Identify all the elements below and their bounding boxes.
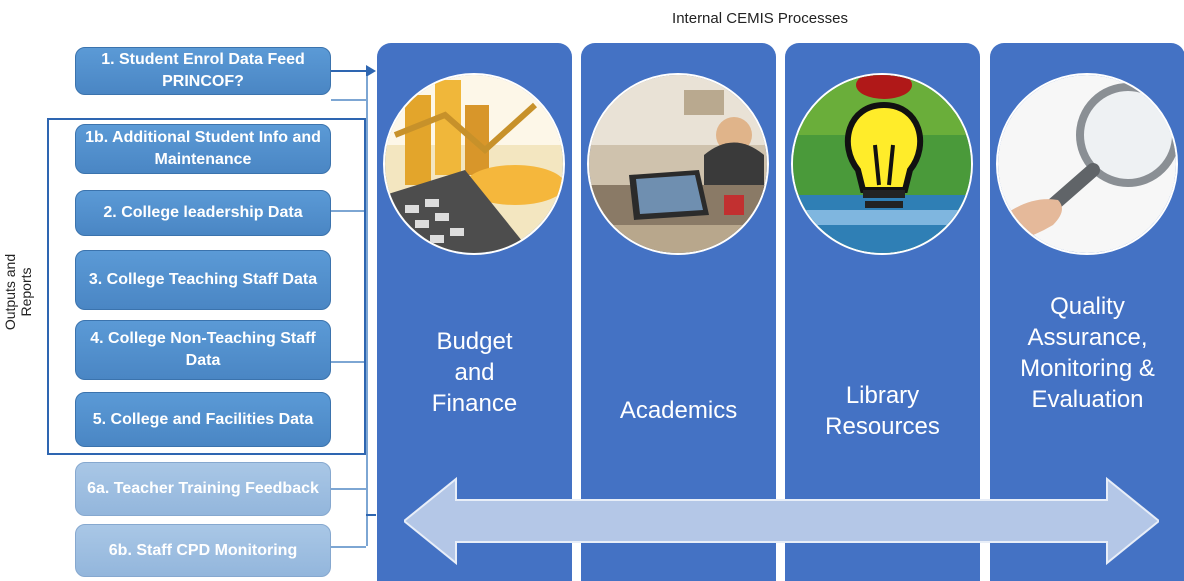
output-additional-student-info[interactable]: 1b. Additional Student Info and Maintena…: [75, 124, 331, 174]
diagram-title: Internal CEMIS Processes: [672, 10, 848, 27]
connector-line: [366, 76, 368, 546]
output-teacher-training-feedback[interactable]: 6a. Teacher Training Feedback: [75, 462, 331, 516]
process-column-academics[interactable]: Academics: [581, 43, 776, 581]
output-college-teaching-staff[interactable]: 3. College Teaching Staff Data: [75, 250, 331, 310]
calculator-finance-image: [383, 73, 565, 255]
output-college-facilities[interactable]: 5. College and Facilities Data: [75, 392, 331, 447]
output-label: 6b. Staff CPD Monitoring: [108, 541, 298, 559]
connector-line: [331, 70, 371, 72]
output-staff-cpd-monitoring[interactable]: 6b. Staff CPD Monitoring: [75, 524, 331, 577]
connector-line: [366, 514, 376, 516]
output-label: 6a. Teacher Training Feedback: [87, 480, 319, 497]
process-column-quality-assurance[interactable]: Quality Assurance, Monitoring & Evaluati…: [990, 43, 1184, 581]
process-label: Academics: [619, 397, 738, 424]
output-label: 5. College and Facilities Data: [92, 410, 314, 428]
output-college-non-teaching-staff[interactable]: 4. College Non-Teaching Staff Data: [75, 320, 331, 380]
output-label: 1. Student Enrol Data Feed PRINCOF?: [101, 51, 305, 90]
output-student-enrol[interactable]: 1. Student Enrol Data Feed PRINCOF?: [75, 47, 331, 95]
process-column-budget-finance[interactable]: Budget and Finance: [377, 43, 572, 581]
classroom-laptop-image: [587, 73, 769, 255]
process-label: Budget and Finance: [431, 328, 518, 417]
outputs-group-box: [47, 118, 366, 455]
connector-line: [331, 361, 366, 363]
magnifying-glass-image: [996, 73, 1178, 255]
process-column-library[interactable]: Library Resources: [785, 43, 980, 581]
process-label: Quality Assurance, Monitoring & Evaluati…: [1020, 293, 1155, 413]
outputs-reports-label: Outputs and Reports: [2, 253, 34, 331]
connector-line: [331, 210, 366, 212]
light-bulb-image: [791, 73, 973, 255]
output-label: 3. College Teaching Staff Data: [88, 271, 318, 288]
output-label: 2. College leadership Data: [103, 204, 303, 221]
arrow-head-icon: [366, 65, 376, 77]
output-college-leadership[interactable]: 2. College leadership Data: [75, 190, 331, 236]
output-label: 1b. Additional Student Info and Maintena…: [85, 129, 321, 168]
double-arrow-icon: [404, 476, 1159, 566]
process-label: Library Resources: [825, 382, 940, 440]
connector-line: [331, 488, 366, 490]
connector-line: [331, 546, 366, 548]
output-label: 4. College Non-Teaching Staff Data: [90, 330, 316, 369]
connector-line: [331, 99, 366, 101]
